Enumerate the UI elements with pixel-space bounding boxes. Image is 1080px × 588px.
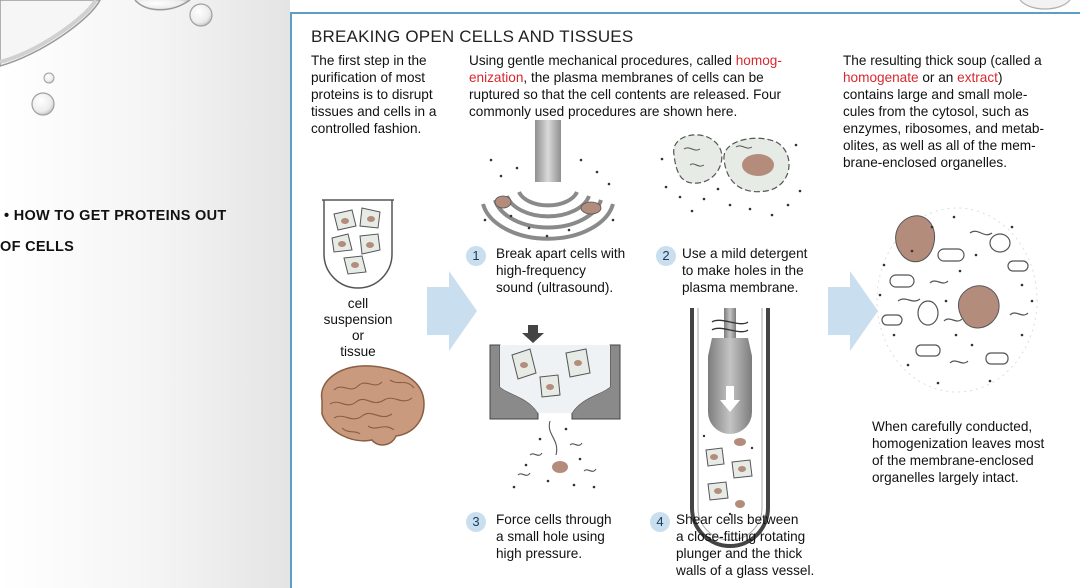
middle-text: Using gentle mechanical procedures, call… xyxy=(469,52,782,120)
figure-left-border xyxy=(290,12,292,588)
high-pressure-press-icon xyxy=(489,325,621,489)
caption-line: sound (ultrasound). xyxy=(496,280,614,295)
brain-tissue-icon xyxy=(320,365,425,446)
suspension-label-line: cell xyxy=(347,296,369,311)
caption-line: a small hole using xyxy=(496,529,605,544)
plunger-vessel-icon xyxy=(690,308,770,548)
step-3-caption: Force cells through a small hole using h… xyxy=(496,511,612,562)
corner-bubble-decoration xyxy=(1019,0,1071,10)
caption-line: to make holes in the xyxy=(682,263,804,278)
caption-line: plunger and the thick xyxy=(676,546,803,561)
caption-line: walls of a glass vessel. xyxy=(676,563,815,578)
step-number-badge: 3 xyxy=(466,512,486,532)
right-line-4: cules from the cytosol, such as xyxy=(843,104,1029,119)
step-number-badge: 4 xyxy=(650,512,670,532)
caption-line: Use a mild detergent xyxy=(682,246,808,261)
step-1-caption: Break apart cells with high-frequency so… xyxy=(496,245,625,296)
slide-bullet-text: • HOW TO GET PROTEINS OUT OF CELLS xyxy=(0,201,285,263)
middle-line-2: , the plasma membranes of cells can be xyxy=(523,70,764,85)
caption-line: Shear cells between xyxy=(676,512,799,527)
right-text: The resulting thick soup (called a homog… xyxy=(843,52,1044,171)
right-arrow-icon xyxy=(427,271,477,351)
intro-line: tissues and cells in a xyxy=(311,104,437,119)
right-arrow-icon xyxy=(828,271,878,351)
middle-line-1: Using gentle mechanical procedures, call… xyxy=(469,53,736,68)
right-line-6: olites, as well as all of the mem- xyxy=(843,138,1036,153)
intro-line: The first step in the xyxy=(311,53,427,68)
step-number-badge: 1 xyxy=(466,246,486,266)
bullet-line-1: • HOW TO GET PROTEINS OUT xyxy=(4,208,227,224)
middle-line-3: ruptured so that the cell contents are r… xyxy=(469,87,782,102)
intro-line: proteins is to disrupt xyxy=(311,87,433,102)
ultrasound-probe-icon xyxy=(481,120,615,241)
term-homogenization-part1: homog- xyxy=(735,53,782,68)
right-line-2-mid: or an xyxy=(918,70,958,85)
right-line-3: contains large and small mole- xyxy=(843,87,1028,102)
suspension-label: cell suspension or tissue xyxy=(318,296,398,360)
suspension-label-line: tissue xyxy=(340,344,376,359)
caption-line: Force cells through xyxy=(496,512,612,527)
term-homogenate: homogenate xyxy=(843,70,919,85)
term-extract: extract xyxy=(957,70,998,85)
intro-text: The first step in the purification of mo… xyxy=(311,52,436,137)
conclusion-line: homogenization leaves most xyxy=(872,436,1045,451)
detergent-cells-icon xyxy=(660,134,802,217)
suspension-label-line: or xyxy=(351,328,365,343)
step-number-badge: 2 xyxy=(656,246,676,266)
caption-line: high pressure. xyxy=(496,546,583,561)
right-line-2-post: ) xyxy=(997,70,1003,85)
term-homogenization-part2: enization xyxy=(469,70,524,85)
cell-suspension-tube-icon xyxy=(322,199,394,289)
bullet-line-2: OF CELLS xyxy=(0,239,75,255)
conclusion-text: When carefully conducted, homogenization… xyxy=(872,418,1044,486)
caption-line: a close-fitting rotating xyxy=(676,529,806,544)
figure-title: BREAKING OPEN CELLS AND TISSUES xyxy=(311,27,634,46)
conclusion-line: organelles largely intact. xyxy=(872,470,1019,485)
caption-line: Break apart cells with xyxy=(496,246,626,261)
figure-top-border xyxy=(290,12,1080,14)
homogenate-icon xyxy=(876,207,1038,393)
conclusion-line: When carefully conducted, xyxy=(872,419,1033,434)
intro-line: purification of most xyxy=(311,70,426,85)
middle-line-4: commonly used procedures are shown here. xyxy=(469,104,738,119)
step-4-caption: Shear cells between a close-fitting rota… xyxy=(676,511,814,579)
bubble-decoration xyxy=(0,0,213,116)
right-line-7: brane-enclosed organelles. xyxy=(843,155,1007,170)
caption-line: high-frequency xyxy=(496,263,586,278)
conclusion-line: of the membrane-enclosed xyxy=(872,453,1034,468)
step-2-caption: Use a mild detergent to make holes in th… xyxy=(682,245,807,296)
right-line-1: The resulting thick soup (called a xyxy=(843,53,1042,68)
right-line-5: enzymes, ribosomes, and metab- xyxy=(843,121,1044,136)
suspension-label-line: suspension xyxy=(323,312,393,327)
intro-line: controlled fashion. xyxy=(311,121,422,136)
caption-line: plasma membrane. xyxy=(682,280,799,295)
